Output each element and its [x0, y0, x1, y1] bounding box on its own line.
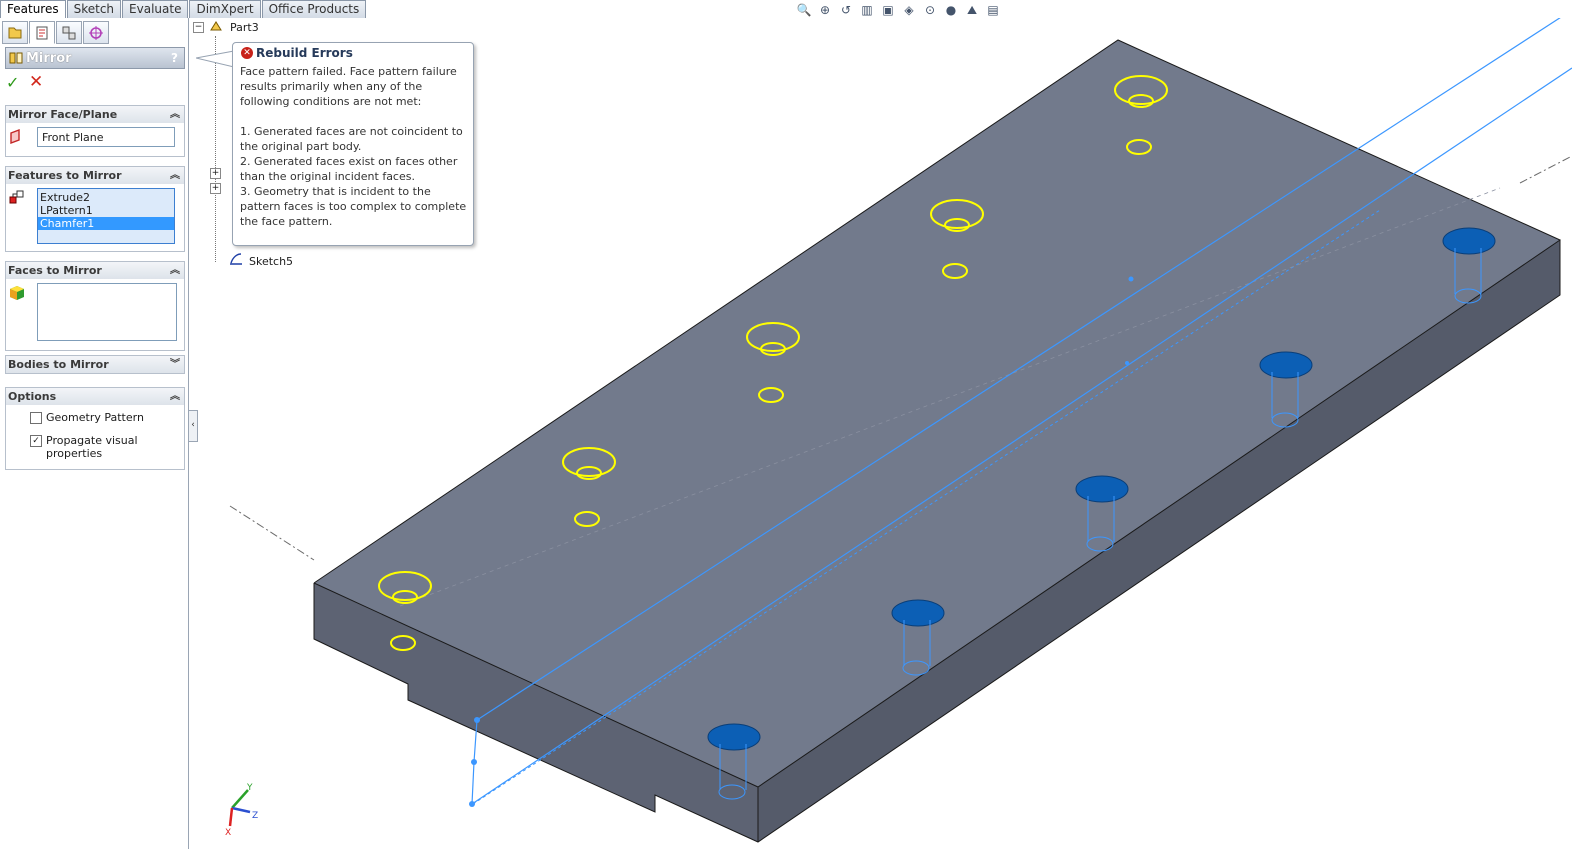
options-header[interactable]: Options︽	[6, 388, 184, 405]
view-settings-icon[interactable]: ▤	[987, 3, 999, 17]
list-item[interactable]: LPattern1	[40, 204, 93, 217]
previous-view-icon[interactable]: ↺	[840, 3, 852, 17]
zoom-to-area-icon[interactable]: ⊕	[819, 3, 831, 17]
panel-splitter-handle[interactable]: ‹	[188, 410, 198, 442]
apply-scene-icon[interactable]: ⛰	[966, 3, 978, 17]
model-view[interactable]: Y Z X	[189, 18, 1572, 849]
plate-front-face[interactable]	[314, 583, 758, 842]
mirror-icon	[9, 52, 23, 64]
sketch-line[interactable]	[471, 67, 1572, 805]
tree-expand-icon[interactable]: +	[210, 183, 221, 194]
plane-icon	[10, 128, 20, 144]
graphics-area[interactable]: Y Z X	[189, 18, 1572, 849]
expand-chevron-icon[interactable]: ︾	[170, 359, 180, 370]
mirror-plane-header[interactable]: Mirror Face/Plane︽	[6, 106, 184, 123]
features-to-mirror-group: Features to Mirror︽ Extrude2 LPattern1 C…	[5, 166, 185, 252]
bodies-to-mirror-header[interactable]: Bodies to Mirror︾	[6, 356, 184, 373]
tooltip-pointer	[196, 50, 235, 68]
cancel-button[interactable]: ✕	[29, 72, 44, 92]
reference-triad	[228, 789, 251, 827]
triad-x-label: X	[225, 828, 231, 838]
ok-button[interactable]: ✓	[6, 73, 20, 92]
countersunk-holes[interactable]	[707, 227, 1496, 800]
tab-office-products[interactable]: Office Products	[261, 0, 367, 18]
tab-dimxpert[interactable]: DimXpert	[189, 0, 261, 18]
axis-line	[1519, 155, 1572, 184]
sketch-line[interactable]	[476, 18, 1572, 721]
sketch-point[interactable]	[474, 717, 480, 723]
property-manager-icon[interactable]	[29, 21, 55, 44]
geometry-pattern-checkbox[interactable]: Geometry Pattern	[30, 411, 144, 424]
collapse-chevron-icon[interactable]: ︽	[170, 265, 180, 276]
tree-connector	[215, 36, 217, 262]
hidden-sketch-line	[472, 209, 1381, 805]
plate-top-face[interactable]	[314, 40, 1560, 787]
faces-to-mirror-list[interactable]	[37, 283, 177, 341]
sketch-point[interactable]	[471, 759, 477, 765]
options-group: Options︽	[5, 387, 185, 470]
bodies-to-mirror-group: Bodies to Mirror︾	[5, 355, 185, 374]
highlighted-holes[interactable]	[378, 75, 1168, 651]
mirror-plane-group: Mirror Face/Plane︽ Front Plane	[5, 105, 185, 157]
triad-y-label: Y	[246, 783, 253, 793]
dimxpert-manager-icon[interactable]	[83, 21, 109, 44]
tree-root-label[interactable]: Part3	[230, 21, 259, 34]
axis-line	[229, 505, 315, 561]
rebuild-errors-tooltip: ✕ Rebuild Errors Face pattern failed. Fa…	[232, 42, 474, 246]
sketch-point[interactable]	[1128, 276, 1134, 282]
checkbox-box[interactable]	[30, 412, 42, 424]
tab-features[interactable]: Features	[0, 0, 66, 19]
mirror-plane-field[interactable]: Front Plane	[37, 127, 175, 147]
faces-to-mirror-group: Faces to Mirror︽	[5, 261, 185, 351]
manager-tabs	[2, 21, 109, 44]
faces-to-mirror-header[interactable]: Faces to Mirror︽	[6, 262, 184, 279]
propagate-visual-checkbox[interactable]: ✓ Propagate visual properties	[30, 434, 140, 460]
triad-z-label: Z	[252, 811, 258, 821]
command-tabs: Features Sketch Evaluate DimXpert Office…	[0, 0, 367, 19]
sketch-point[interactable]	[469, 801, 475, 807]
sketch-point[interactable]	[1125, 361, 1129, 365]
face-icon	[10, 286, 24, 300]
zoom-to-fit-icon[interactable]: 🔍	[796, 3, 812, 17]
feature-list-icon	[9, 190, 24, 204]
heads-up-view-toolbar: 🔍 ⊕ ↺ ▥ ▣ ◈ ⊙ ● ⛰ ▤	[795, 2, 1002, 18]
tab-sketch[interactable]: Sketch	[66, 0, 122, 18]
feature-manager-icon[interactable]	[2, 21, 28, 44]
error-icon: ✕	[241, 47, 253, 59]
view-orientation-icon[interactable]: ▣	[882, 3, 894, 17]
collapse-chevron-icon[interactable]: ︽	[170, 391, 180, 402]
panel-title-bar: Mirror ?	[5, 47, 185, 69]
display-style-icon[interactable]: ◈	[904, 3, 914, 17]
hide-show-items-icon[interactable]: ⊙	[924, 3, 936, 17]
collapse-chevron-icon[interactable]: ︽	[170, 170, 180, 181]
part-icon	[210, 21, 222, 31]
collapse-chevron-icon[interactable]: ︽	[170, 109, 180, 120]
tree-collapse-icon[interactable]: −	[193, 22, 204, 33]
tooltip-body: Face pattern failed. Face pattern failur…	[240, 65, 467, 228]
plate-side-face[interactable]	[758, 240, 1560, 842]
features-to-mirror-list[interactable]: Extrude2 LPattern1 Chamfer1	[37, 188, 175, 244]
tree-item-sketch5[interactable]: Sketch5	[249, 255, 294, 268]
tooltip-title: ✕ Rebuild Errors	[241, 46, 473, 60]
plate-edges	[313, 240, 1561, 843]
property-manager: Mirror ? ✓ ✕ Mirror Face/Plane︽ Front Pl…	[0, 18, 189, 849]
section-view-icon[interactable]: ▥	[861, 3, 873, 17]
features-to-mirror-header[interactable]: Features to Mirror︽	[6, 167, 184, 184]
help-button[interactable]: ?	[171, 51, 178, 65]
configuration-manager-icon[interactable]	[56, 21, 82, 44]
tab-evaluate[interactable]: Evaluate	[122, 0, 189, 18]
tree-expand-icon[interactable]: +	[210, 168, 221, 179]
panel-title: Mirror	[26, 50, 72, 66]
sketch-icon	[230, 253, 242, 265]
list-item[interactable]: Chamfer1	[38, 217, 174, 230]
edit-appearance-icon[interactable]: ●	[945, 3, 957, 17]
list-item[interactable]: Extrude2	[40, 191, 91, 204]
checkbox-box-checked[interactable]: ✓	[30, 435, 42, 447]
